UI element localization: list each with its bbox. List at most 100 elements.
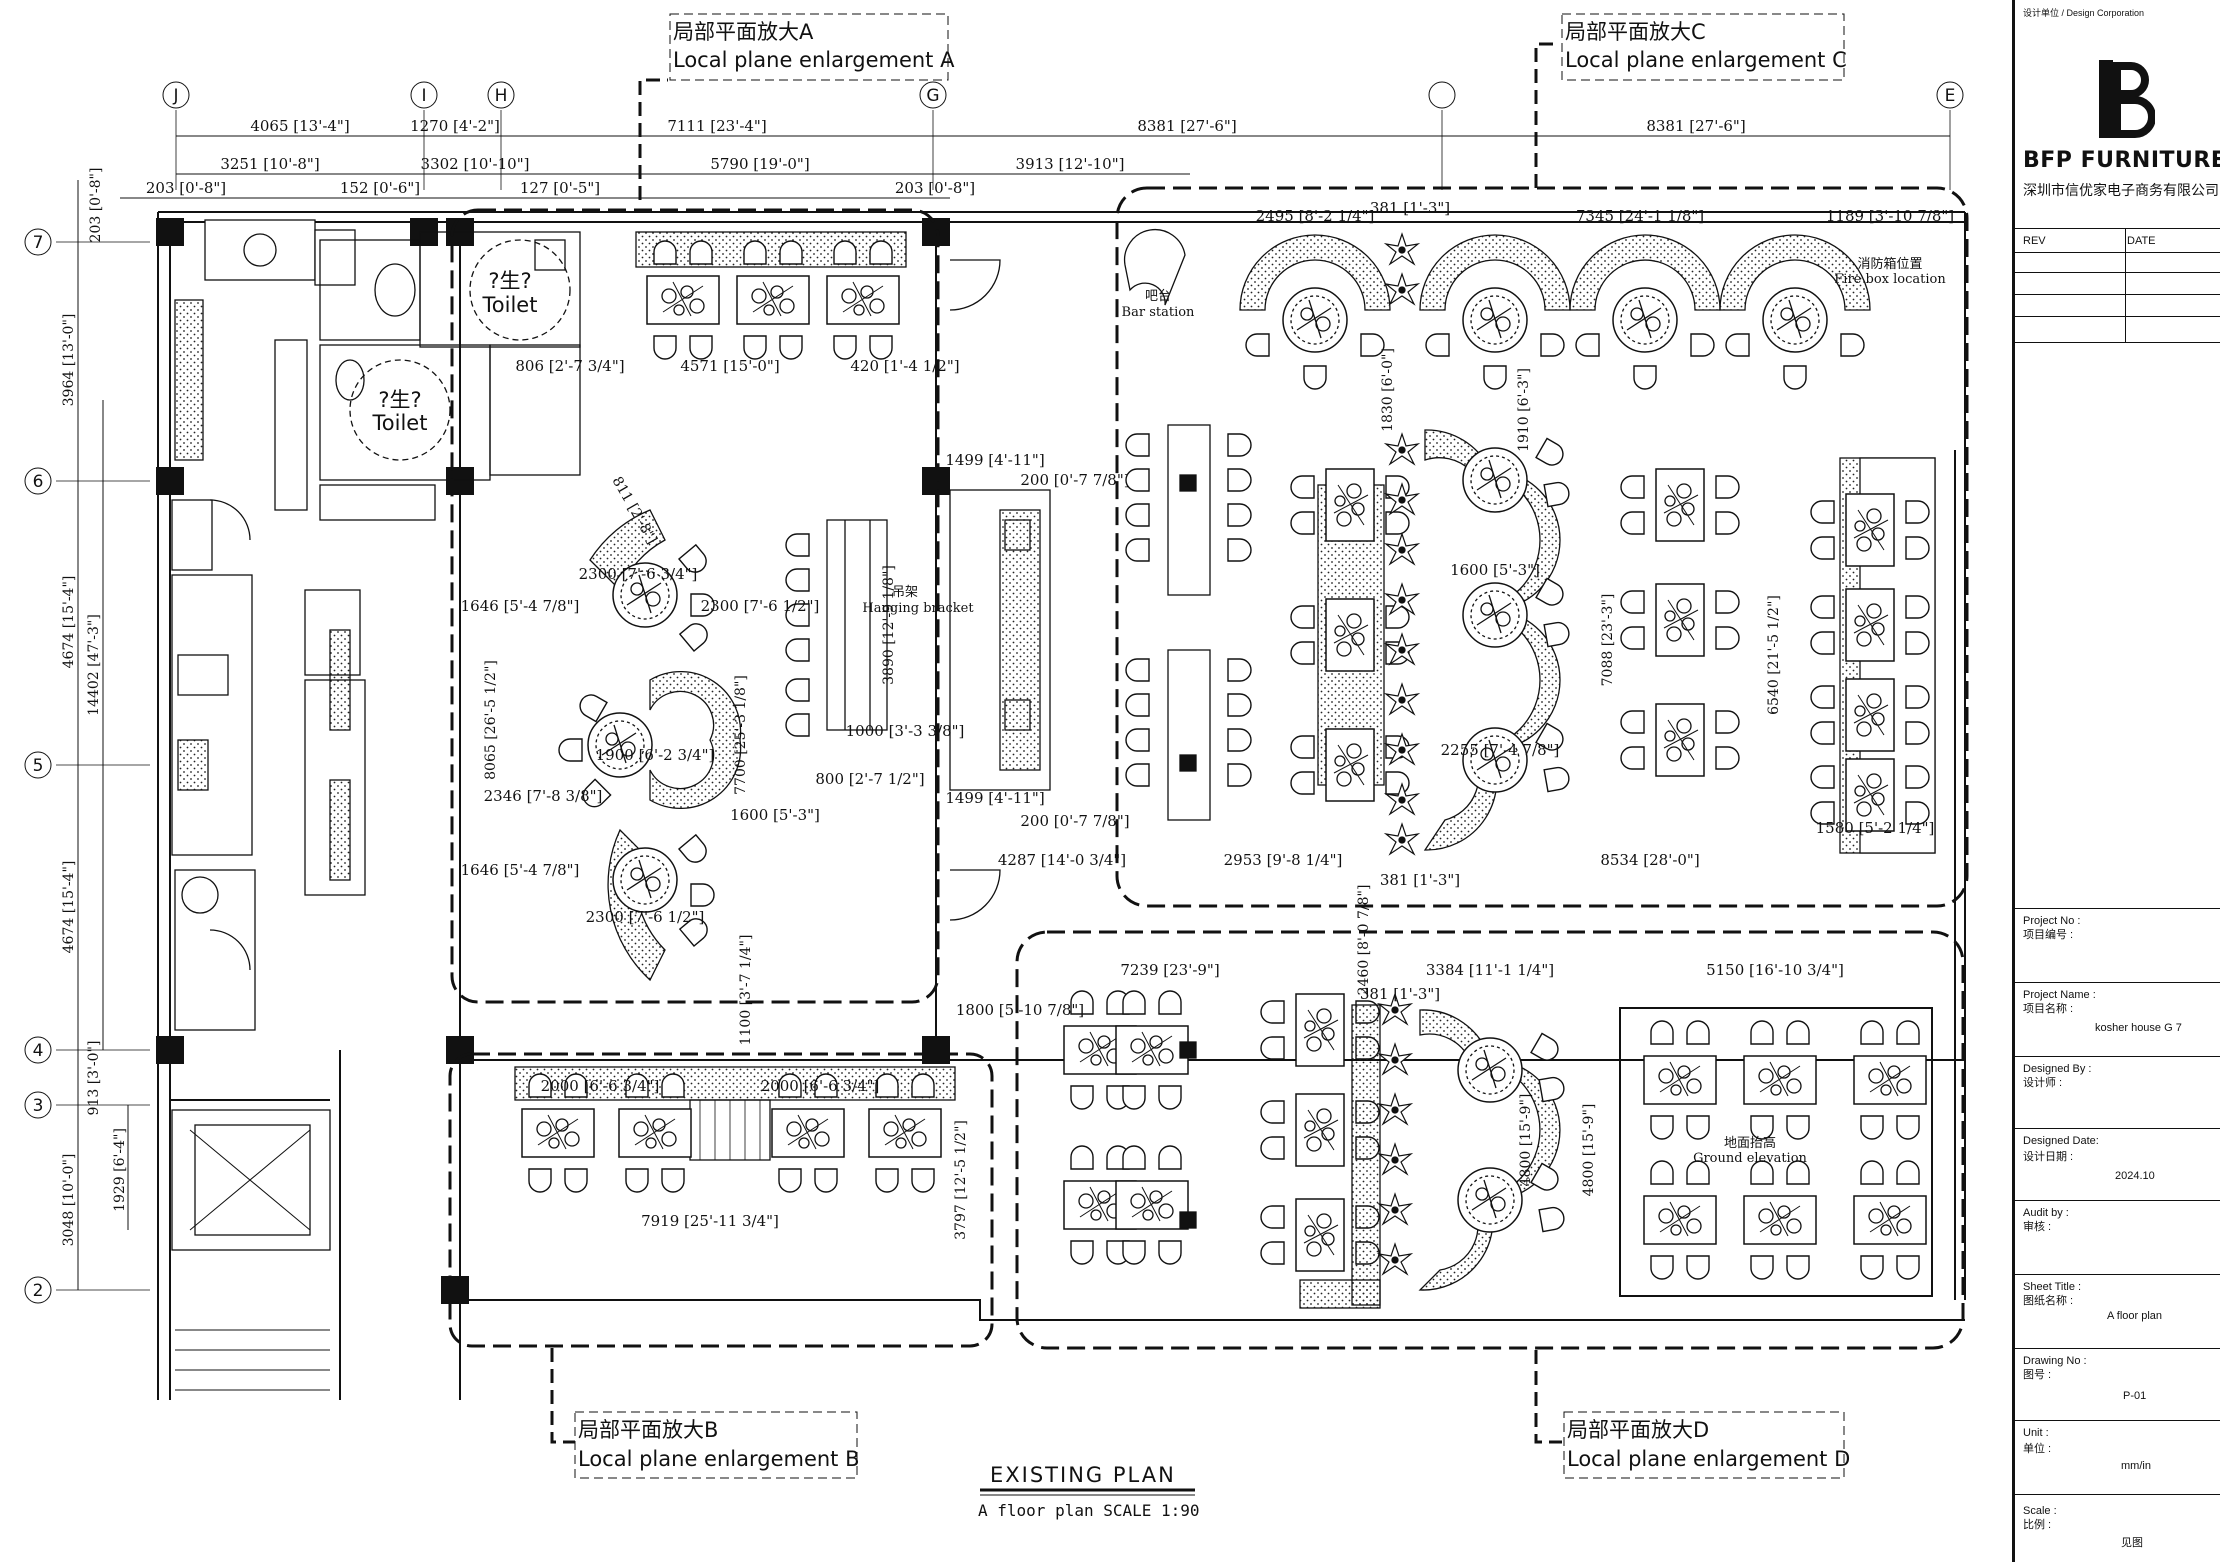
svg-text:?生?: ?生? [488,269,531,293]
zone-C-frame [1115,186,1969,908]
svg-text:806 [2'-7 3/4"]: 806 [2'-7 3/4"] [515,357,624,375]
svg-text:1646 [5'-4 7/8"]: 1646 [5'-4 7/8"] [461,597,580,615]
zone-callout-D: 局部平面放大D Local plane enlargement D [1534,1350,1850,1479]
svg-text:局部平面放大A: 局部平面放大A [673,20,814,44]
svg-text:127 [0'-5"]: 127 [0'-5"] [520,179,600,197]
top-dimensions [120,135,1950,199]
svg-text:2300 [7'-6 1/2"]: 2300 [7'-6 1/2"] [701,597,820,615]
svg-text:381 [1'-3"]: 381 [1'-3"] [1360,985,1440,1003]
unit-value: mm/in [2121,1460,2151,1472]
audit-label-en: Audit by : [2023,1207,2069,1219]
svg-text:1499 [4'-11"]: 1499 [4'-11"] [945,789,1044,807]
zone-C-content [1123,228,1936,855]
svg-text:1646 [5'-4 7/8"]: 1646 [5'-4 7/8"] [461,861,580,879]
svg-text:7111 [23'-4"]: 7111 [23'-4"] [667,117,766,135]
svg-text:7088 [23'-3"]: 7088 [23'-3"] [1600,594,1616,687]
svg-text:H: H [495,86,508,106]
zone-A-frame [450,208,940,1004]
svg-text:3797 [12'-5 1/2"]: 3797 [12'-5 1/2"] [953,1120,969,1240]
svg-text:7345 [24'-1 1/8"]: 7345 [24'-1 1/8"] [1576,207,1704,225]
svg-text:1000 [3'-3 3/8"]: 1000 [3'-3 3/8"] [846,722,965,740]
grid-row-5: 5 [24,751,52,779]
project-name-value: kosher house G 7 [2095,1022,2182,1034]
grid-col-G: G [919,81,947,109]
svg-text:3251 [10'-8"]: 3251 [10'-8"] [220,155,319,173]
svg-text:消防箱位置: 消防箱位置 [1857,256,1922,272]
grid-col-J: J [162,81,190,109]
unit-label-en: Unit : [2023,1427,2049,1439]
grid-row-3: 3 [24,1091,52,1119]
svg-text:4674 [15'-4"]: 4674 [15'-4"] [61,861,77,954]
zone-callout-A: 局部平面放大A Local plane enlargement A [638,13,955,200]
bfp-logo-icon [2099,60,2155,138]
toilet-area [319,231,581,521]
svg-text:3384 [11'-1 1/4"]: 3384 [11'-1 1/4"] [1426,961,1554,979]
left-dimensions [77,180,129,1290]
zone-C-labels: 2495 [8'-2 1/4"] 381 [1'-3"] 7345 [24'-1… [998,199,1954,889]
svg-text:14402 [47'-3"]: 14402 [47'-3"] [86,614,102,716]
svg-text:Local plane enlargement A: Local plane enlargement A [673,48,955,72]
svg-text:吧台: 吧台 [1145,289,1171,304]
svg-text:1189 [3'-10 7/8"]: 1189 [3'-10 7/8"] [1826,207,1954,225]
sheet-title-label-cn: 图纸名称 : [2023,1295,2074,1307]
svg-text:2: 2 [33,1281,44,1301]
svg-text:Toilet: Toilet [482,293,538,317]
zone-D-content [1064,991,1933,1309]
unit-label-cn: 单位 : [2023,1443,2052,1455]
brand-name: BFP FURNITURE [2023,148,2220,173]
svg-text:1600 [5'-3"]: 1600 [5'-3"] [730,806,820,824]
svg-text:2953 [9'-8 1/4"]: 2953 [9'-8 1/4"] [1224,851,1343,869]
project-name-label-en: Project Name : [2023,989,2096,1001]
svg-text:2300 [7'-6 1/2"]: 2300 [7'-6 1/2"] [586,908,705,926]
svg-text:800 [2'-7 1/2"]: 800 [2'-7 1/2"] [815,770,924,788]
svg-text:7239 [23'-9"]: 7239 [23'-9"] [1120,961,1219,979]
svg-text:2460 [8'-0 7/8"]: 2460 [8'-0 7/8"] [1356,885,1372,996]
svg-text:Local plane enlargement C: Local plane enlargement C [1565,48,1847,72]
svg-text:4674 [15'-4"]: 4674 [15'-4"] [61,576,77,669]
svg-text:1100 [3'-7 1/4"]: 1100 [3'-7 1/4"] [738,935,754,1046]
zone-B-labels: 2000 [6'-6 3/4"] 2000 [6'-6 3/4"] 7919 [… [541,1077,969,1240]
svg-text:203 [0'-8"]: 203 [0'-8"] [895,179,975,197]
svg-text:6540 [21'-5 1/2"]: 6540 [21'-5 1/2"] [1766,595,1782,715]
drawing-no-value: P-01 [2123,1390,2147,1402]
grid-row-markers: 7 6 5 4 3 2 [24,228,52,1304]
svg-text:7700 [25'-3 1/8"]: 7700 [25'-3 1/8"] [733,675,749,795]
svg-text:152 [0'-6"]: 152 [0'-6"] [340,179,420,197]
zone-D-labels: 7239 [23'-9"] 3384 [11'-1 1/4"] 5150 [16… [956,885,1844,1197]
toilet-labels: ?生? Toilet ?生? Toilet [372,269,538,435]
top-dimension-labels: 4065 [13'-4"] 1270 [4'-2"] 7111 [23'-4"]… [146,117,1746,197]
svg-text:8381 [27'-6"]: 8381 [27'-6"] [1646,117,1745,135]
zone-B-frame [448,1052,994,1348]
svg-text:3: 3 [33,1096,44,1116]
svg-text:1499 [4'-11"]: 1499 [4'-11"] [945,451,1044,469]
svg-text:5: 5 [33,756,44,776]
svg-text:局部平面放大D: 局部平面放大D [1567,1418,1709,1442]
audit-label-cn: 审核 : [2023,1221,2052,1233]
svg-text:3964 [13'-0"]: 3964 [13'-0"] [61,314,77,407]
project-no-label-en: Project No : [2023,915,2081,927]
project-name-label-cn: 项目名称 : [2023,1003,2074,1015]
svg-text:8381 [27'-6"]: 8381 [27'-6"] [1137,117,1236,135]
svg-text:420 [1'-4 1/2"]: 420 [1'-4 1/2"] [850,357,959,375]
svg-text:3048 [10'-0"]: 3048 [10'-0"] [61,1154,77,1247]
date-header: DATE [2127,235,2156,247]
scale-label-cn: 比例 : [2023,1519,2052,1531]
svg-text:5150 [16'-10 3/4"]: 5150 [16'-10 3/4"] [1706,961,1844,979]
grid-col-E: E [1936,81,1964,109]
svg-text:?生?: ?生? [378,388,421,412]
svg-text:1910 [6'-3"]: 1910 [6'-3"] [1516,368,1532,452]
design-unit-label: 设计单位 / Design Corporation [2023,8,2145,18]
svg-text:2495 [8'-2 1/4"]: 2495 [8'-2 1/4"] [1256,207,1375,225]
zone-A-labels: 806 [2'-7 3/4"] 4571 [15'-0"] 420 [1'-4 … [461,357,975,1045]
svg-text:局部平面放大B: 局部平面放大B [578,1418,718,1442]
svg-text:Fire box location: Fire box location [1834,272,1946,287]
svg-text:381 [1'-3"]: 381 [1'-3"] [1370,199,1450,217]
scale-label-en: Scale : [2023,1505,2057,1517]
floor-plan-drawing: J I H G E 7 6 5 4 3 2 4065 [13'-4"] 1270… [24,13,1969,1520]
grid-row-2: 2 [24,1276,52,1304]
kitchen-area [171,219,366,1391]
zone-callout-C: 局部平面放大C Local plane enlargement C [1534,13,1847,188]
svg-text:381 [1'-3"]: 381 [1'-3"] [1380,871,1460,889]
designed-by-label-en: Designed By : [2023,1063,2092,1075]
svg-text:I: I [421,86,426,106]
